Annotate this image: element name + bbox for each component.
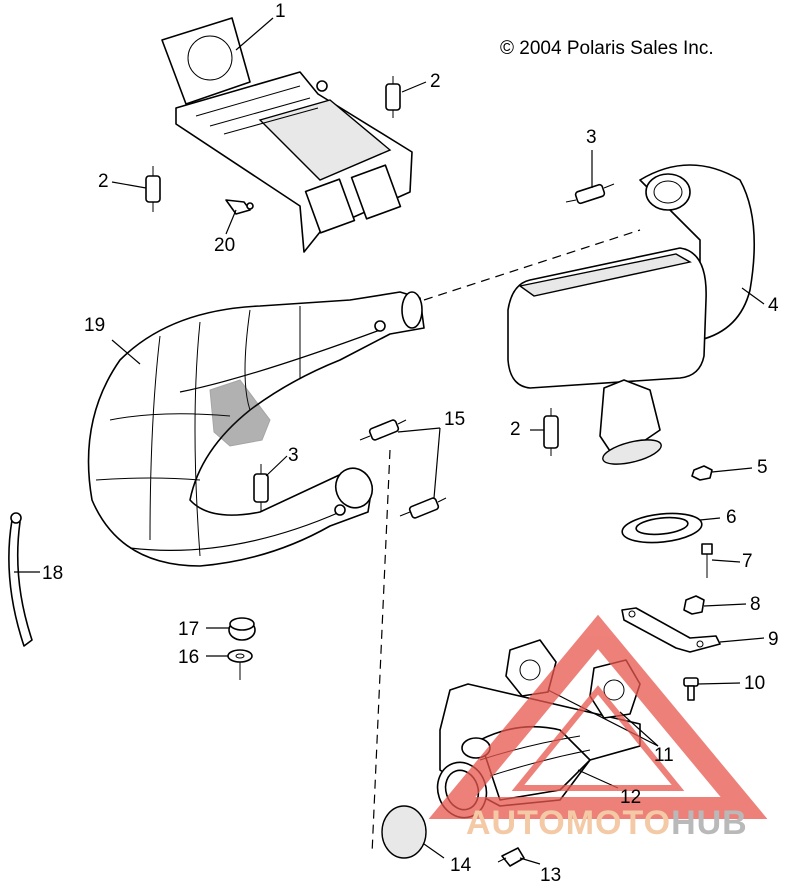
- callout-12: 12: [620, 787, 642, 808]
- callout-17: 17: [178, 619, 200, 640]
- callout-9: 9: [768, 629, 779, 650]
- part-2-spring-mid: [543, 408, 559, 456]
- part-6-gasket: [621, 512, 703, 544]
- callout-6: 6: [726, 507, 737, 528]
- callout-15: 15: [444, 409, 466, 430]
- part-5-nut: [691, 465, 713, 481]
- part-20-clip: [225, 199, 254, 215]
- part-17-grommet: [228, 617, 256, 641]
- assembly-lines: [371, 229, 641, 855]
- callout-11: 11: [654, 745, 674, 766]
- callout-2-left: 2: [98, 171, 109, 192]
- callout-1: 1: [275, 1, 286, 22]
- callout-19: 19: [84, 315, 106, 336]
- watermark-triangle: [428, 614, 768, 819]
- callout-2-top: 2: [430, 71, 441, 92]
- callout-14: 14: [450, 855, 472, 876]
- part-2-spring-top: [385, 76, 401, 118]
- callout-3-upper: 3: [586, 127, 597, 148]
- callout-8: 8: [750, 594, 761, 615]
- copyright-text: © 2004 Polaris Sales Inc.: [500, 38, 714, 59]
- callout-4: 4: [768, 295, 779, 316]
- watermark-text-part1: AUTOMOTO: [466, 804, 672, 842]
- part-4-silencer: [507, 164, 756, 465]
- callout-18: 18: [42, 563, 64, 584]
- part-8-nut: [683, 595, 705, 615]
- part-3-spring-upper: [565, 183, 615, 205]
- part-7-bolt: [701, 543, 713, 578]
- callout-5: 5: [757, 457, 768, 478]
- callout-3-lower: 3: [288, 445, 299, 466]
- part-10-bolt: [683, 677, 699, 701]
- part-2-spring-left: [145, 166, 161, 212]
- callout-7: 7: [742, 551, 753, 572]
- part-14-gasket: [381, 805, 427, 859]
- part-16-washer: [227, 649, 253, 680]
- callout-2-mid: 2: [510, 419, 521, 440]
- part-13-sensor: [497, 847, 525, 867]
- callout-10: 10: [744, 673, 766, 694]
- callout-13: 13: [540, 865, 562, 886]
- watermark-text-part2: HUB: [671, 804, 748, 842]
- part-19-expansion-chamber: [87, 291, 425, 567]
- watermark-text: AUTOMOTOHUB: [466, 804, 748, 843]
- part-15-spring-b: [399, 497, 447, 519]
- part-18-strap: [8, 512, 33, 647]
- part-1-bracket: [161, 17, 413, 253]
- callout-16: 16: [178, 647, 200, 668]
- part-3-spring-lower: [253, 464, 269, 512]
- leader-lines: [14, 17, 765, 865]
- part-9-bracket: [621, 607, 721, 653]
- part-15-spring-a: [359, 419, 407, 441]
- callout-20: 20: [214, 235, 236, 256]
